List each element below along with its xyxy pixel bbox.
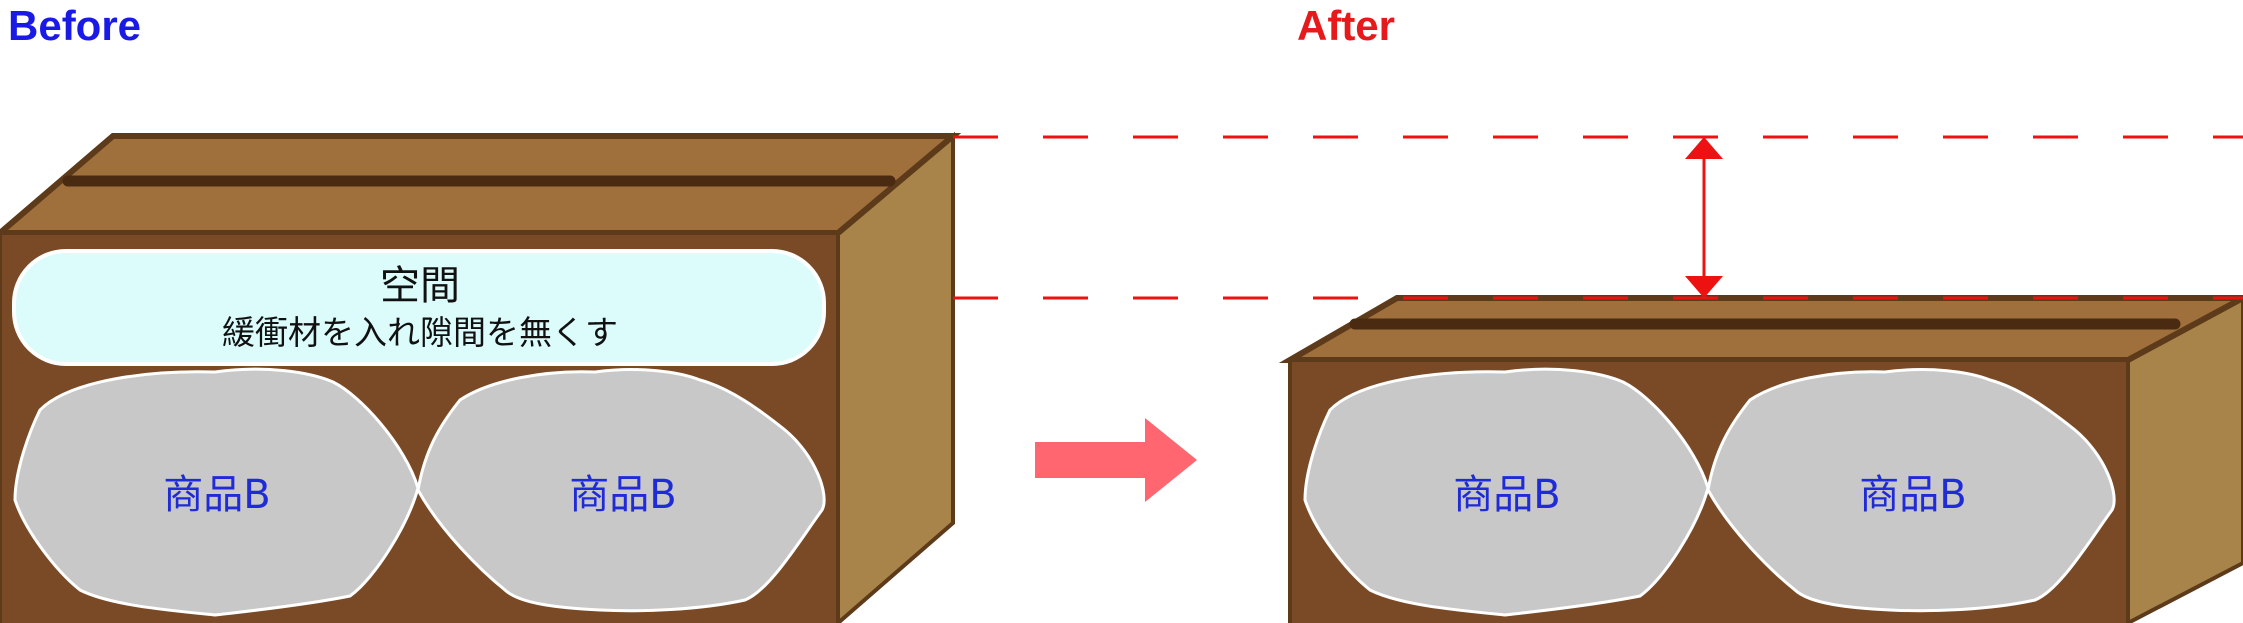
- empty-space-panel: [12, 249, 826, 366]
- before-product-1: [13, 367, 420, 617]
- before-heading: Before: [8, 2, 141, 49]
- empty-space-title: 空間: [380, 263, 460, 309]
- empty-space-subtitle: 緩衝材を入れ隙間を無くす: [222, 313, 618, 352]
- after-product-1: [1303, 367, 1710, 617]
- before-product-1-label: 商品B: [163, 472, 270, 518]
- after-box: 商品B 商品B: [1278, 295, 2243, 623]
- before-product-2: [416, 368, 826, 613]
- after-heading: After: [1297, 2, 1395, 49]
- height-reduction-arrow-down-head: [1685, 276, 1723, 298]
- after-product-2-label: 商品B: [1859, 472, 1966, 518]
- transition-arrow: [1035, 418, 1197, 502]
- before-box: 空間 緩衝材を入れ隙間を無くす 商品B 商品B: [0, 131, 962, 623]
- before-product-2-label: 商品B: [569, 472, 676, 518]
- after-product-1-label: 商品B: [1453, 472, 1560, 518]
- height-reduction-arrow: [1685, 137, 1723, 298]
- height-reduction-arrow-up-head: [1685, 137, 1723, 159]
- after-product-2: [1706, 368, 2116, 613]
